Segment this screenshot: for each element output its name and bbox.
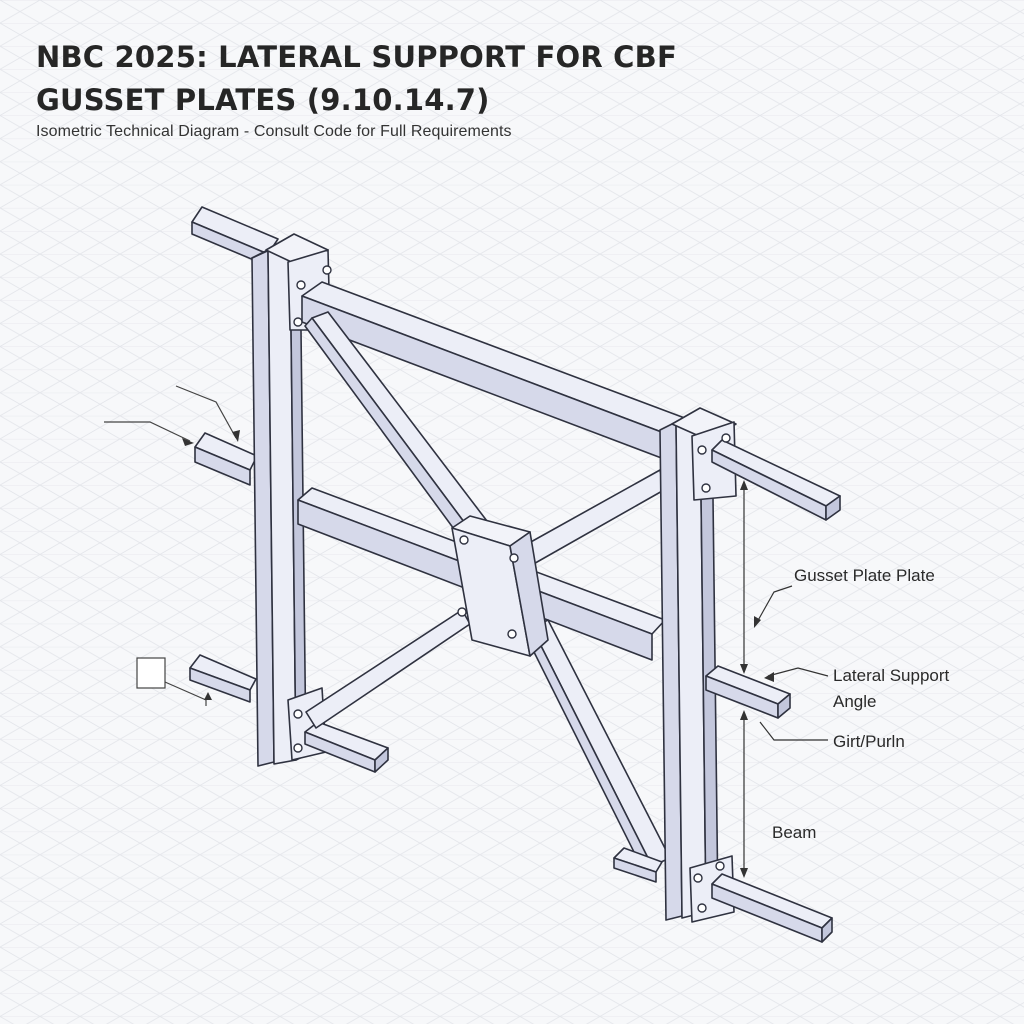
right-column — [659, 409, 719, 921]
brace-lower-left — [305, 609, 471, 729]
dimension-lines — [743, 486, 829, 872]
bottom-right-beam — [711, 873, 833, 943]
left-lateral-support-angle — [189, 654, 257, 703]
arrowheads — [182, 430, 774, 878]
label-gusset-plate: Gusset Plate Plate — [794, 566, 935, 585]
left-leader-lines — [104, 385, 237, 706]
right-top-girt — [711, 439, 841, 521]
left-mid-girt — [194, 432, 258, 486]
brace-upper-left — [304, 311, 491, 541]
top-left-girt — [191, 206, 279, 267]
blank-callout-box — [136, 657, 166, 689]
title-line-2: GUSSET PLATES (9.10.14.7) — [36, 83, 490, 117]
lower-left-beam-stub — [304, 721, 389, 773]
diagram-subtitle: Isometric Technical Diagram - Consult Co… — [36, 123, 512, 140]
brace-upper-right — [519, 469, 665, 567]
right-lateral-support-angle — [705, 665, 791, 719]
label-lateral-support-line2: Angle — [833, 692, 876, 711]
label-girt-purlin: Girt/Purln — [833, 732, 905, 751]
bottom-right-stub — [613, 847, 663, 883]
left-column — [251, 239, 307, 767]
label-beam: Beam — [772, 823, 816, 842]
title-line-1: NBC 2025: LATERAL SUPPORT FOR CBF — [36, 40, 677, 74]
bolt-group — [293, 265, 731, 913]
label-lateral-support-line1: Lateral Support — [833, 666, 950, 685]
diagram-title: NBC 2025: LATERAL SUPPORT FOR CBF GUSSET… — [36, 36, 677, 122]
